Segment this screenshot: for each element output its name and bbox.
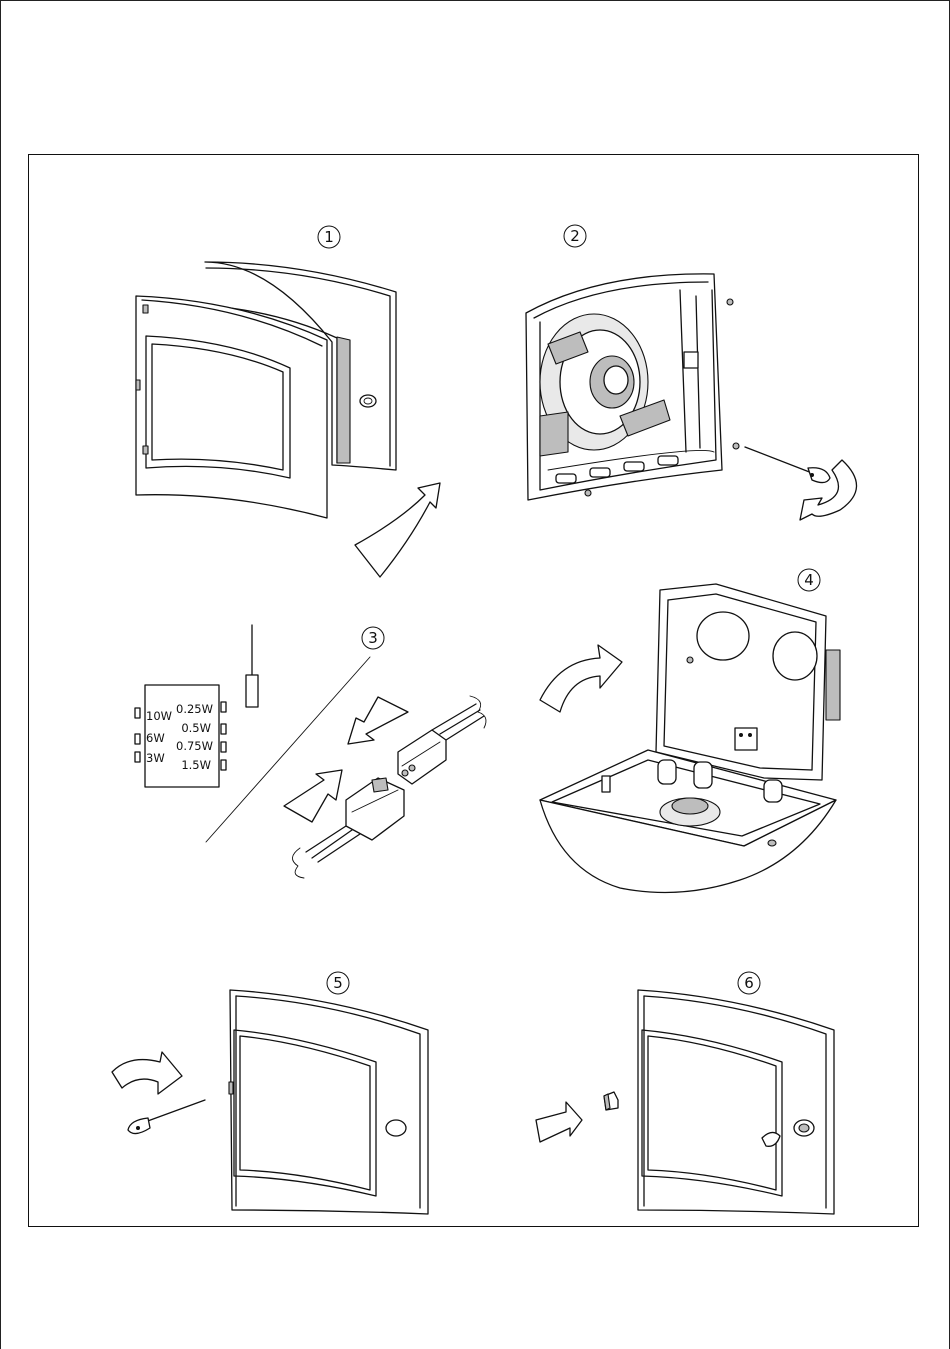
step-6-insert-arrow (536, 1102, 582, 1142)
step-1-number: 1 (324, 228, 334, 246)
step-6-badge: 6 (738, 972, 760, 994)
jumper-pin (246, 675, 258, 707)
step-5-speaker-closed (229, 990, 428, 1214)
step-1-rotate-arrow (355, 483, 440, 577)
tap-left-label-2: 6W (146, 731, 165, 745)
step-5-badge: 5 (327, 972, 349, 994)
step-6-speaker-closed (638, 990, 834, 1214)
step-2-screwdriver (745, 447, 830, 483)
step-4-badge: 4 (798, 569, 820, 591)
step-5-number: 5 (333, 974, 343, 992)
tap-right-label-1: 0.25W (176, 702, 213, 716)
step-5-rotate-arrow (112, 1052, 182, 1094)
tap-right-label-2: 0.5W (181, 721, 211, 735)
step-2-speaker-interior (526, 274, 739, 500)
step-6-cap-plug (604, 1092, 618, 1110)
step-4-rotate-arrow (540, 645, 622, 712)
step-4-number: 4 (804, 571, 814, 589)
tap-right-label-4: 1.5W (181, 758, 211, 772)
step-3-number: 3 (368, 629, 378, 647)
tap-left-label-1: 10W (146, 709, 172, 723)
step-2-number: 2 (570, 227, 580, 245)
step-2-badge: 2 (564, 225, 586, 247)
step-4-mounting-box-open (540, 584, 840, 893)
step-3-tap-selector-block: 10W 6W 3W 0.25W 0.5W 0.75W 1.5W (135, 625, 258, 787)
step-1-badge: 1 (318, 226, 340, 248)
tap-right-label-3: 0.75W (176, 739, 213, 753)
step-3-badge: 3 (362, 627, 384, 649)
tap-left-label-3: 3W (146, 751, 165, 765)
step-5-screwdriver (128, 1100, 205, 1134)
step-6-number: 6 (744, 974, 754, 992)
step-1-speaker-housing (136, 262, 396, 518)
